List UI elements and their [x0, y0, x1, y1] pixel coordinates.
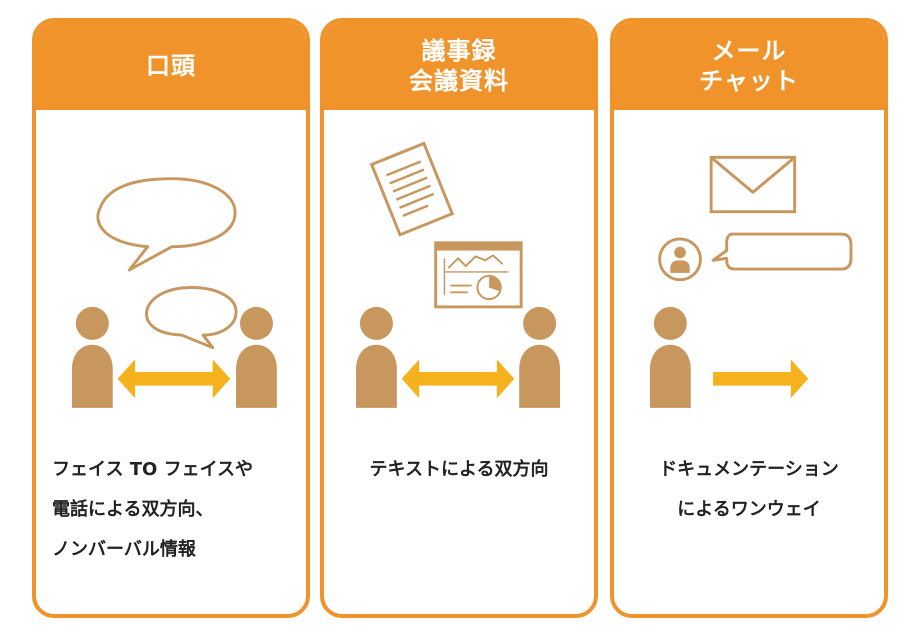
envelope-icon — [709, 155, 797, 214]
card-description: テキストによる双方向 — [324, 450, 594, 490]
verbal-illustration — [71, 177, 277, 408]
card-header: 口頭 — [36, 22, 306, 110]
card-header: 議事録 会議資料 — [324, 22, 594, 110]
description-line: ノンバーバル情報 — [52, 539, 196, 560]
card-title: メール チャット — [699, 37, 799, 95]
person-icon — [236, 306, 277, 408]
minutes-illustration — [356, 141, 561, 408]
speech-bubble-icon — [96, 177, 237, 272]
card-description: フェイス TO フェイスや 電話による双方向、 ノンバーバル情報 — [36, 450, 306, 570]
card-mail-chat: メール チャット ドキュメンテーション によるワンウェイ — [610, 18, 888, 618]
description-line: によるワンウェイ — [677, 499, 821, 520]
card-description: ドキュメンテーション によるワンウェイ — [614, 450, 884, 530]
person-icon — [71, 306, 113, 408]
chart-slide-icon — [434, 241, 523, 309]
right-arrow-icon — [713, 359, 809, 399]
double-arrow-icon — [401, 359, 515, 399]
person-icon — [649, 306, 691, 408]
person-icon — [519, 306, 561, 408]
card-verbal: 口頭 フェイス TO フェイスや 電話による双方向、 ノンバーバル情報 — [32, 18, 310, 618]
person-icon — [356, 306, 397, 408]
card-title: 口頭 — [146, 52, 196, 80]
document-icon — [369, 141, 455, 237]
description-line: フェイス TO フェイスや — [52, 459, 254, 480]
description-line: ドキュメンテーション — [659, 459, 839, 480]
double-arrow-icon — [117, 359, 231, 399]
card-title: 議事録 会議資料 — [409, 37, 509, 95]
description-line: 電話による双方向、 — [52, 499, 214, 520]
mail-chat-illustration — [649, 155, 853, 408]
description-line: テキストによる双方向 — [369, 459, 549, 480]
card-header: メール チャット — [614, 22, 884, 110]
speech-bubble-icon — [145, 286, 238, 350]
card-minutes: 議事録 会議資料 — [320, 18, 598, 618]
avatar-chat-icon — [658, 232, 853, 282]
